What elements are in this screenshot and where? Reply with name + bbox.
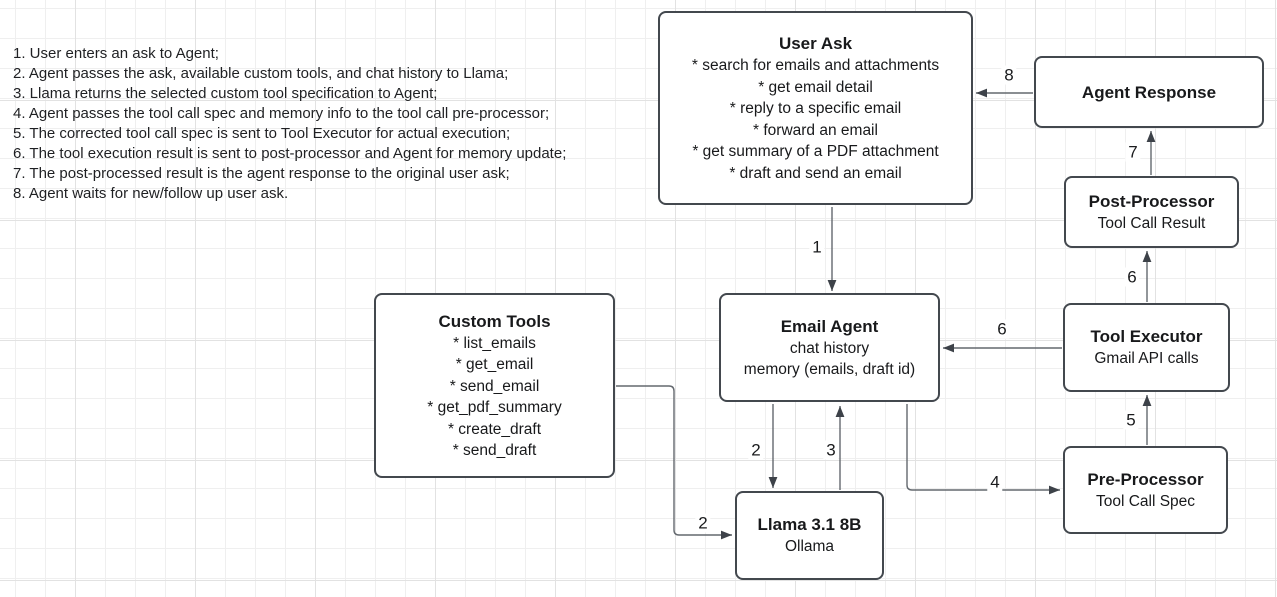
node-line: * send_draft [452, 442, 537, 459]
node-line: * draft and send an email [729, 164, 902, 182]
edge-label-step7: 7 [1125, 142, 1141, 162]
legend-line: 1. User enters an ask to Agent; [13, 45, 219, 62]
edge-label-step8: 8 [1001, 65, 1017, 85]
edge-label-step6-up: 6 [1124, 267, 1140, 287]
node-post-processor[interactable]: Post-Processor Tool Call Result [1064, 176, 1239, 248]
node-title: Llama 3.1 8B [757, 515, 862, 535]
node-user-ask[interactable]: User Ask * search for emails and attachm… [658, 11, 973, 205]
node-llama[interactable]: Llama 3.1 8B Ollama [735, 491, 884, 580]
node-email-agent[interactable]: Email Agent chat history memory (emails,… [719, 293, 940, 402]
legend-line: 2. Agent passes the ask, available custo… [13, 65, 509, 82]
node-subtitle: Tool Call Result [1097, 214, 1206, 232]
node-subtitle: Tool Call Spec [1095, 492, 1196, 510]
workflow-legend: 1. User enters an ask to Agent; 2. Agent… [13, 44, 566, 204]
legend-line: 6. The tool execution result is sent to … [13, 145, 567, 162]
node-title: Pre-Processor [1087, 469, 1204, 489]
edge-email-agent-to-pre-processor [906, 404, 1060, 495]
legend-line: 4. Agent passes the tool call spec and m… [13, 105, 550, 122]
node-title: Tool Executor [1090, 327, 1203, 347]
node-line: * get_pdf_summary [427, 399, 562, 416]
node-line: * get summary of a PDF attachment [692, 143, 939, 160]
node-line: * create_draft [447, 420, 542, 438]
node-title: Custom Tools [438, 311, 551, 331]
edge-label-step3: 3 [823, 440, 839, 460]
node-title: User Ask [778, 34, 853, 53]
legend-line: 3. Llama returns the selected custom too… [13, 85, 438, 102]
node-pre-processor[interactable]: Pre-Processor Tool Call Spec [1063, 446, 1228, 534]
node-line: * forward an email [753, 121, 878, 139]
edge-label-step6-left: 6 [994, 319, 1010, 339]
edge-label-step2-agent: 2 [748, 440, 764, 460]
node-title: Email Agent [780, 316, 879, 336]
edge-label-step5: 5 [1123, 410, 1139, 430]
node-line: * reply to a specific email [729, 100, 902, 117]
node-custom-tools[interactable]: Custom Tools * list_emails * get_email *… [374, 293, 615, 478]
node-line: * list_emails [453, 334, 536, 352]
node-line: * search for emails and attachments [691, 57, 940, 74]
node-title: Agent Response [1081, 82, 1217, 102]
edge-label-step2-tools: 2 [695, 513, 711, 533]
node-subtitle: Ollama [784, 538, 835, 556]
node-line: memory (emails, draft id) [743, 361, 916, 378]
node-line: chat history [789, 339, 870, 357]
node-line: * get_email [455, 356, 534, 373]
legend-line: 5. The corrected tool call spec is sent … [13, 125, 511, 142]
node-title: Post-Processor [1088, 191, 1215, 211]
node-tool-executor[interactable]: Tool Executor Gmail API calls [1063, 303, 1230, 392]
node-subtitle: Gmail API calls [1094, 350, 1199, 368]
edge-label-step1: 1 [809, 237, 825, 257]
node-line: * get email detail [758, 78, 873, 96]
edge-custom-tools-to-llama [616, 385, 732, 540]
node-line: * send_email [449, 377, 540, 395]
legend-line: 8. Agent waits for new/follow up user as… [13, 185, 289, 202]
legend-line: 7. The post-processed result is the agen… [13, 165, 510, 182]
edge-label-step4: 4 [987, 472, 1003, 492]
node-agent-response[interactable]: Agent Response [1034, 56, 1264, 128]
